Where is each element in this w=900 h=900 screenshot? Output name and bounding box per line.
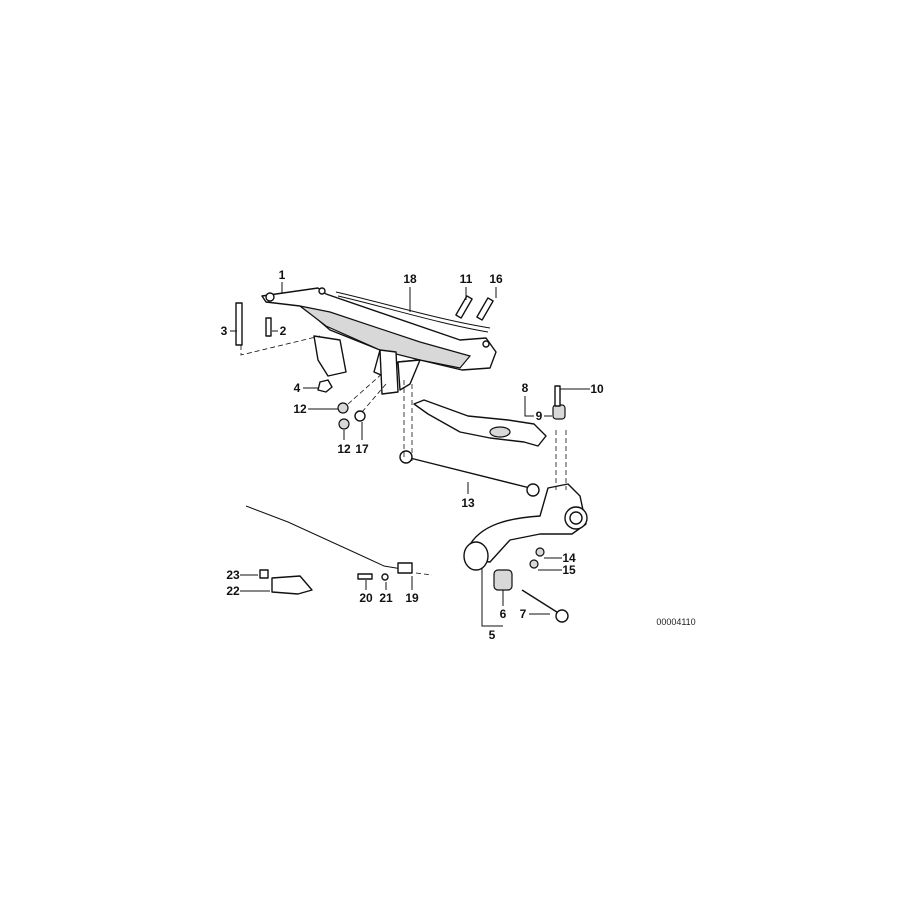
leader-lines <box>230 282 590 627</box>
callout-12b: 12 <box>337 442 351 456</box>
control-arm <box>413 399 547 447</box>
callout-4: 4 <box>294 381 301 395</box>
callout-3: 3 <box>221 324 228 338</box>
callout-10: 10 <box>590 382 604 396</box>
callout-6: 6 <box>500 607 507 621</box>
sensor-cable <box>245 505 409 571</box>
callout-23: 23 <box>226 568 240 582</box>
callout-13: 13 <box>461 496 475 510</box>
callout-11: 11 <box>460 272 473 286</box>
bolts <box>235 295 494 393</box>
sealing-strip <box>335 291 491 329</box>
callout-1: 1 <box>279 268 286 282</box>
axle-carrier <box>261 287 497 395</box>
callout-labels: 1 2 3 4 5 6 7 8 9 10 11 12 12 13 14 15 1… <box>221 268 696 642</box>
callout-16: 16 <box>489 272 503 286</box>
callout-17: 17 <box>355 442 369 456</box>
callout-15: 15 <box>562 563 576 577</box>
wheel-carrier <box>467 483 587 563</box>
callout-21: 21 <box>379 591 393 605</box>
callout-12a: 12 <box>293 402 307 416</box>
callout-20: 20 <box>359 591 373 605</box>
callout-8: 8 <box>522 381 529 395</box>
callout-18: 18 <box>403 272 417 286</box>
callout-2: 2 <box>280 324 287 338</box>
callout-19: 19 <box>405 591 419 605</box>
callout-14: 14 <box>562 551 576 565</box>
drawing-code: 00004110 <box>656 617 695 627</box>
callout-5: 5 <box>489 628 496 642</box>
callout-7: 7 <box>520 607 527 621</box>
callout-9: 9 <box>536 409 543 423</box>
callout-22: 22 <box>226 584 240 598</box>
